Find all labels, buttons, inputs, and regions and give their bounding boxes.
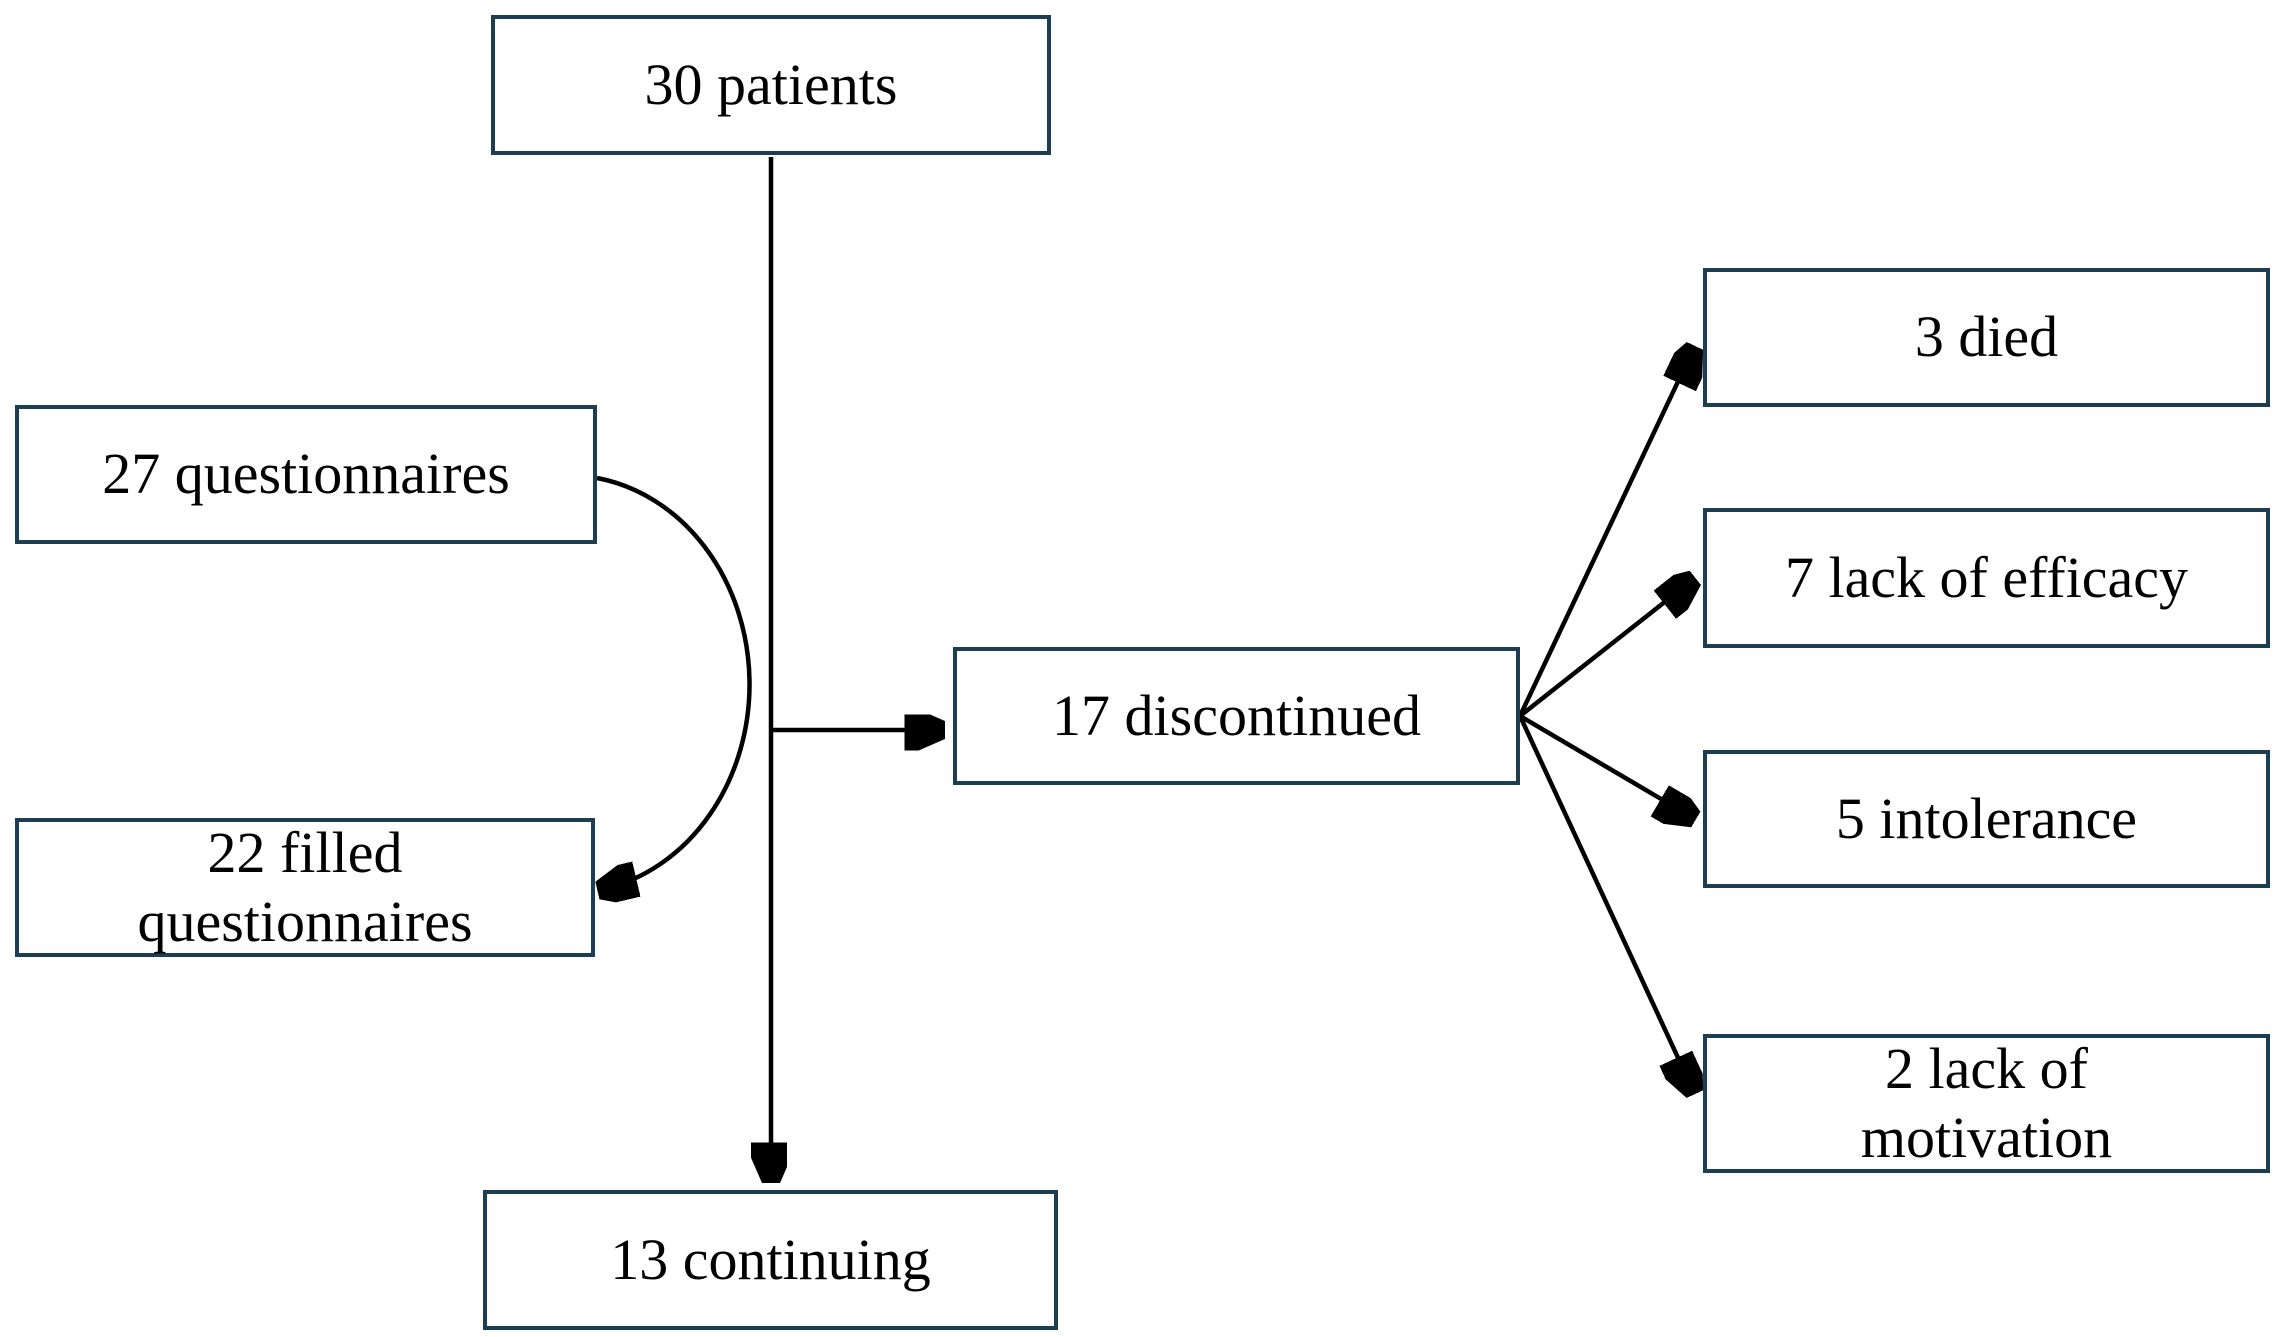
node-filled-questionnaires: 22 filled questionnaires [15,818,595,957]
node-intolerance: 5 intolerance [1703,750,2270,888]
edge-discontinued-to-efficacy [1518,582,1690,718]
node-lack-of-efficacy: 7 lack of efficacy [1703,508,2270,648]
node-questionnaires-label: 27 questionnaires [102,441,510,507]
node-died: 3 died [1703,268,2270,407]
edge-discontinued-to-died [1517,352,1692,717]
node-patients-label: 30 patients [644,51,898,117]
node-continuing: 13 continuing [483,1190,1058,1330]
node-lack-of-efficacy-label: 7 lack of efficacy [1784,544,2189,610]
node-lack-of-motivation-label: 2 lack of motivation [1860,1036,2113,1170]
node-questionnaires: 27 questionnaires [15,405,597,544]
node-patients: 30 patients [491,15,1051,155]
edge-discontinued-to-intolerance [1518,714,1690,816]
edge-questionnaires-to-filled-arc [597,475,752,889]
node-lack-of-motivation: 2 lack of motivation [1703,1034,2270,1173]
node-discontinued: 17 discontinued [953,647,1520,785]
node-discontinued-label: 17 discontinued [1052,682,1421,748]
node-continuing-label: 13 continuing [610,1226,931,1292]
node-intolerance-label: 5 intolerance [1835,785,2138,851]
node-died-label: 3 died [1914,304,2059,370]
node-filled-questionnaires-label: 22 filled questionnaires [137,820,473,954]
edge-discontinued-to-motivation [1517,715,1692,1088]
